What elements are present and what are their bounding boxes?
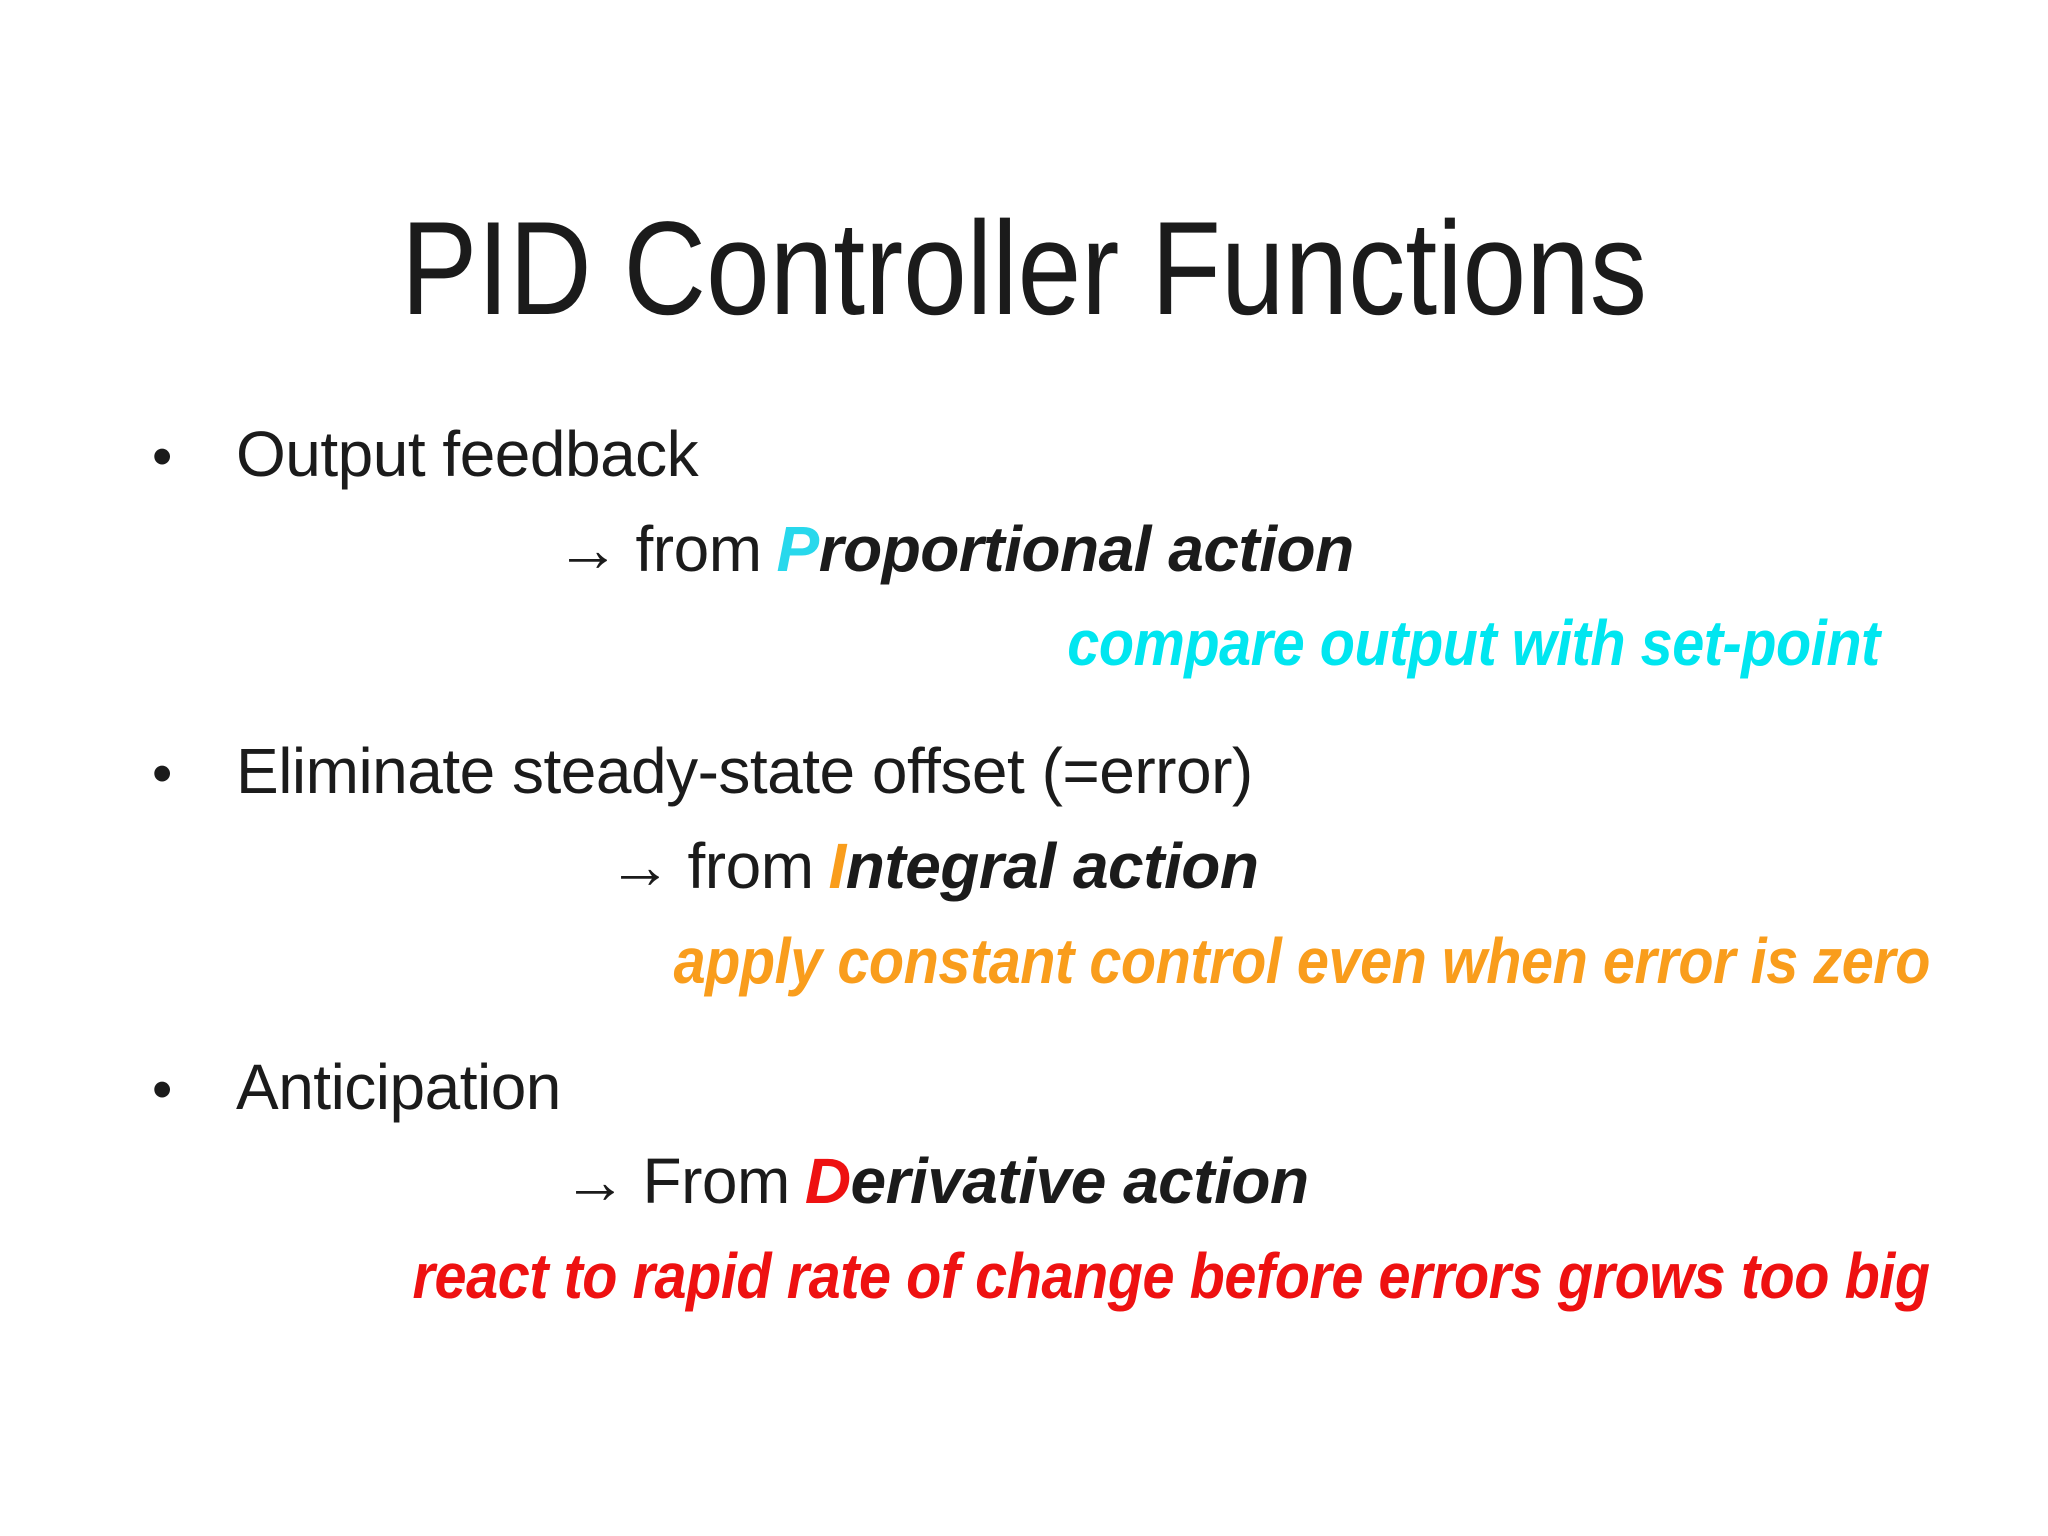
slide-title: PID Controller Functions <box>401 195 1647 343</box>
action-rest: ntegral action <box>845 830 1259 902</box>
bullet-heading: Output feedback <box>236 418 699 490</box>
action-label: Proportional action <box>776 513 1355 585</box>
right-arrow-icon: → <box>563 1145 627 1217</box>
bullet-heading: Eliminate steady-state offset (=error) <box>236 735 1253 807</box>
action-rest: roportional action <box>818 513 1355 585</box>
note-apply-constant-control: apply constant control even when error i… <box>673 925 1931 997</box>
bullet-icon: • <box>152 1057 172 1122</box>
bullet-heading: Anticipation <box>236 1051 561 1123</box>
action-initial: I <box>828 830 847 902</box>
note-react-to-rapid-change: react to rapid rate of change before err… <box>412 1240 1930 1312</box>
right-arrow-icon: → <box>556 513 620 585</box>
bullet-item-anticipation: •Anticipation <box>152 1055 561 1119</box>
from-label: from <box>687 830 815 902</box>
action-label: Integral action <box>829 830 1259 902</box>
action-rest: erivative action <box>850 1145 1310 1217</box>
action-initial: D <box>804 1145 851 1217</box>
action-initial: P <box>776 513 820 585</box>
bullet-item-output-feedback: •Output feedback <box>152 422 699 489</box>
from-label: From <box>642 1145 791 1217</box>
bullet-item-eliminate-offset: •Eliminate steady-state offset (=error) <box>152 739 1253 803</box>
bullet-icon: • <box>152 424 172 489</box>
bullet-icon: • <box>152 741 172 806</box>
right-arrow-icon: → <box>608 830 672 902</box>
from-label: from <box>635 513 763 585</box>
note-compare-output: compare output with set-point <box>1067 607 1880 679</box>
action-label: Derivative action <box>805 1145 1309 1217</box>
